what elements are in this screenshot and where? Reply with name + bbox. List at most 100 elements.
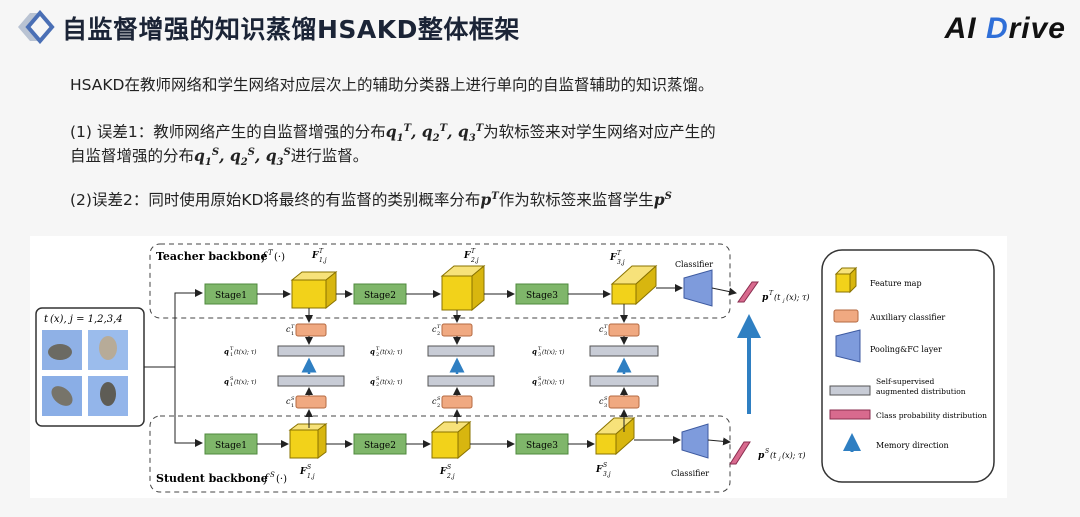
- svg-text:Class probability distribution: Class probability distribution: [876, 411, 987, 420]
- svg-text:F: F: [609, 253, 617, 263]
- svg-text:T: T: [437, 324, 441, 330]
- svg-text:(t(x); τ): (t(x); τ): [234, 349, 257, 356]
- teacher-fn: f: [261, 250, 268, 263]
- svg-text:S: S: [270, 471, 275, 479]
- svg-text:Self-supervised: Self-supervised: [876, 377, 934, 386]
- svg-text:3: 3: [604, 403, 607, 409]
- svg-text:2: 2: [437, 331, 440, 337]
- svg-text:q: q: [224, 347, 229, 356]
- teacher-classifier: [683, 269, 713, 307]
- teacher-feature-map-2: [440, 264, 486, 312]
- svg-text:T: T: [376, 346, 380, 352]
- svg-text:(t: (t: [774, 293, 781, 302]
- svg-text:Stage1: Stage1: [215, 441, 247, 451]
- svg-text:q: q: [224, 377, 229, 386]
- svg-text:1: 1: [230, 382, 233, 388]
- svg-text:T: T: [268, 249, 274, 257]
- student-row: Stage1 F 1,j S Stage2 F 2,j S Stage3: [204, 416, 806, 480]
- augmented-bird-images: [42, 330, 128, 416]
- svg-text:S: S: [307, 464, 311, 471]
- svg-text:(t(x); τ): (t(x); τ): [380, 379, 403, 386]
- svg-text:3: 3: [538, 352, 541, 358]
- svg-text:3: 3: [604, 331, 607, 337]
- svg-text:S: S: [291, 396, 295, 402]
- legend-pooling-fc: Pooling&FC layer: [835, 329, 942, 363]
- student-backbone-label: Student backbone: [156, 472, 268, 485]
- svg-text:3: 3: [538, 382, 541, 388]
- svg-text:2: 2: [376, 382, 379, 388]
- svg-text:(x), j = 1,2,3,4: (x), j = 1,2,3,4: [50, 314, 123, 325]
- svg-text:3,j: 3,j: [603, 471, 611, 478]
- svg-text:T: T: [471, 248, 476, 255]
- svg-text:S: S: [437, 396, 441, 402]
- svg-text:(x); τ): (x); τ): [786, 293, 810, 302]
- student-prob-dist: [729, 441, 751, 465]
- svg-text:q: q: [532, 347, 537, 356]
- svg-text:c: c: [599, 397, 604, 406]
- student-classifier: [681, 423, 709, 459]
- teacher-backbone-label: Teacher backbone: [156, 250, 268, 263]
- svg-text:2: 2: [376, 352, 379, 358]
- svg-text:Stage3: Stage3: [526, 441, 558, 451]
- svg-text:Pooling&FC layer: Pooling&FC layer: [870, 345, 942, 354]
- svg-text:Auxiliary classifier: Auxiliary classifier: [869, 313, 945, 322]
- ai-drive-logo: AI Drive: [944, 12, 1066, 45]
- error1-line2: 自监督增强的分布q1S, q2S, q3S进行监督。: [70, 146, 369, 169]
- svg-text:T: T: [319, 248, 324, 255]
- intro-paragraph: HSAKD在教师网络和学生网络对应层次上的辅助分类器上进行单向的自监督辅助的知识…: [70, 76, 714, 94]
- svg-text:Classifier: Classifier: [675, 260, 713, 269]
- teacher-feature-map-3: [610, 264, 658, 306]
- svg-text:Stage2: Stage2: [364, 441, 396, 451]
- legend-self-supervised: Self-supervised augmented distribution: [829, 377, 966, 396]
- svg-text:(t(x); τ): (t(x); τ): [234, 379, 257, 386]
- slide-title: 自监督增强的知识蒸馏HSAKD整体框架: [62, 15, 520, 44]
- framework-diagram: Teacher backbone f T (·) Student backbon…: [35, 243, 995, 493]
- svg-text:(t(x); τ): (t(x); τ): [380, 349, 403, 356]
- svg-text:q: q: [370, 347, 375, 356]
- teacher-row: Stage1 F 1,j T Stage2 F 2,j T Stage3: [204, 248, 810, 312]
- svg-text:Stage1: Stage1: [215, 291, 247, 301]
- svg-text:j: j: [782, 298, 785, 304]
- svg-text:S: S: [447, 464, 451, 471]
- input-label: t: [44, 314, 49, 325]
- svg-text:S: S: [376, 376, 380, 382]
- svg-text:T: T: [604, 324, 608, 330]
- legend-feature-map: Feature map: [834, 266, 922, 294]
- svg-text:T: T: [230, 346, 234, 352]
- legend-aux-classifier: Auxiliary classifier: [833, 309, 945, 323]
- student-feature-map-2: [430, 420, 472, 460]
- svg-text:S: S: [538, 376, 542, 382]
- student-backbone-box: [149, 415, 731, 493]
- svg-text:c: c: [599, 325, 604, 334]
- svg-text:F: F: [463, 251, 471, 261]
- svg-text:T: T: [538, 346, 542, 352]
- legend-box: [821, 249, 995, 483]
- teacher-feature-map-1: [290, 270, 338, 310]
- svg-text:1,j: 1,j: [307, 473, 315, 480]
- student-fn: f: [263, 472, 270, 485]
- svg-text:Feature map: Feature map: [870, 279, 922, 288]
- svg-text:(t(x); τ): (t(x); τ): [542, 349, 565, 356]
- svg-text:c: c: [432, 325, 437, 334]
- svg-text:Stage2: Stage2: [364, 291, 396, 301]
- svg-text:(t: (t: [770, 451, 777, 460]
- svg-text:j: j: [778, 456, 781, 462]
- svg-text:c: c: [286, 397, 291, 406]
- svg-text:T: T: [291, 324, 295, 330]
- svg-text:c: c: [432, 397, 437, 406]
- error1-line1: (1) 误差1：教师网络产生的自监督增强的分布q1T, q2T, q3T为软标签…: [70, 122, 716, 145]
- svg-text:c: c: [286, 325, 291, 334]
- svg-text:F: F: [595, 465, 603, 475]
- svg-text:(·): (·): [274, 252, 285, 263]
- svg-text:1: 1: [230, 352, 233, 358]
- svg-text:(t(x); τ): (t(x); τ): [542, 379, 565, 386]
- error2-line: (2)误差2：同时使用原始KD将最终的有监督的类别概率分布pT作为软标签来监督学…: [70, 190, 672, 210]
- svg-text:q: q: [532, 377, 537, 386]
- svg-text:2: 2: [437, 403, 440, 409]
- svg-text:3,j: 3,j: [617, 259, 625, 266]
- svg-text:F: F: [439, 467, 447, 477]
- svg-text:1: 1: [291, 331, 294, 337]
- svg-text:Memory direction: Memory direction: [876, 441, 949, 450]
